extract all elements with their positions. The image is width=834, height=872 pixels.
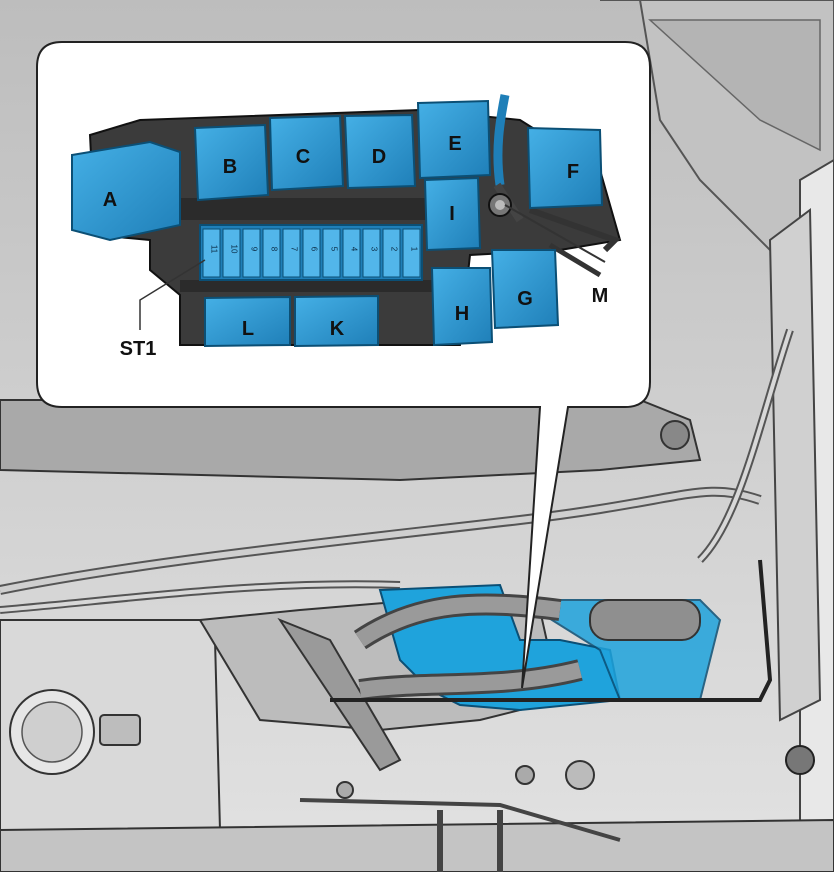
fuse-slot: 6 [302, 228, 321, 278]
fuse-slot-body [362, 228, 381, 278]
fuse-slot-body [382, 228, 401, 278]
label-G: G [517, 288, 533, 310]
fuse-slot-body [222, 228, 241, 278]
label-ST1: ST1 [120, 338, 157, 360]
label-M: M [592, 285, 609, 307]
label-M-group: M [592, 285, 609, 307]
fuse-slot-number: 11 [210, 245, 219, 254]
fuse-slot-body [402, 228, 421, 278]
fuse-slot: 3 [362, 228, 381, 278]
label-A: A [103, 189, 117, 211]
fuse-slot: 10 [222, 228, 241, 278]
fuse-slot-body [322, 228, 341, 278]
label-E: E [448, 133, 461, 155]
fuse-slot: 2 [382, 228, 401, 278]
fuse-slot-number: 4 [350, 247, 359, 252]
component-D: D [343, 113, 417, 190]
fuse-slot-number: 1 [410, 247, 419, 252]
fuse-slot-body [342, 228, 361, 278]
component-K: K [294, 294, 379, 348]
label-C: C [296, 146, 310, 168]
fuse-slot-number: 7 [290, 247, 299, 252]
label-L: L [242, 318, 254, 340]
component-H: H [430, 267, 494, 347]
fuse-slot-body [282, 228, 301, 278]
component-A: A [71, 140, 181, 242]
fuse-strip-ST1: 11 10 9 8 7 6 5 4 3 2 1 [199, 224, 423, 281]
fuse-slot-number: 5 [330, 247, 339, 252]
fuse-slot: 8 [262, 228, 281, 278]
fuse-slot: 9 [242, 228, 261, 278]
component-C: C [268, 114, 345, 192]
label-I: I [449, 203, 455, 225]
label-ST1-group: ST1 [120, 259, 206, 360]
fuse-slot-number: 3 [370, 247, 379, 252]
fuse-slot-body [262, 228, 281, 278]
label-K: K [330, 318, 345, 340]
fuse-slot-body [302, 228, 321, 278]
component-E: E [416, 99, 492, 180]
label-B: B [223, 156, 237, 178]
fuse-slot: 5 [322, 228, 341, 278]
label-D: D [372, 146, 386, 168]
label-F: F [567, 161, 579, 183]
fuse-slot-number: 6 [310, 247, 319, 252]
label-H: H [455, 303, 469, 325]
fuse-slot-number: 10 [230, 245, 239, 254]
fuse-slot-body [242, 228, 261, 278]
fuse-slot-number: 9 [250, 247, 259, 252]
fuse-slot-body [202, 228, 221, 278]
fuse-slot-number: 2 [390, 247, 399, 252]
component-L: L [204, 295, 291, 348]
fuse-slot: 4 [342, 228, 361, 278]
fuse-slot: 11 [202, 228, 221, 278]
fuse-slot: 1 [402, 228, 421, 278]
fuse-slot-number: 8 [270, 247, 279, 252]
component-G: G [490, 249, 560, 330]
component-F: F [526, 126, 604, 210]
fuse-slot: 7 [282, 228, 301, 278]
component-I: I [423, 176, 482, 252]
component-B: B [193, 123, 270, 202]
